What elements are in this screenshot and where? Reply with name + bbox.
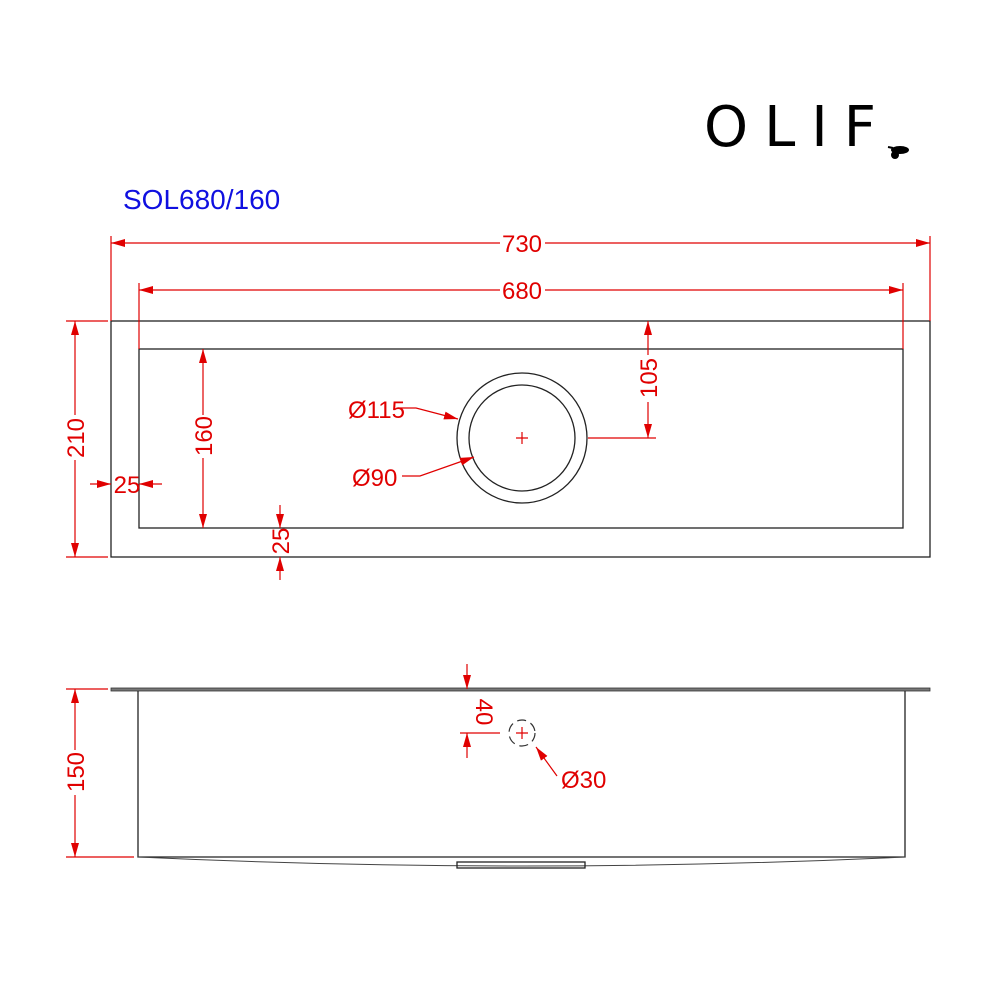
svg-text:25: 25 <box>114 472 141 499</box>
svg-text:Ø90: Ø90 <box>352 465 397 492</box>
svg-text:680: 680 <box>502 278 542 305</box>
bowl-side-outline <box>137 691 906 858</box>
olif-logo: OLIF <box>704 95 909 160</box>
dimension-drain-outer-diameter: Ø115 <box>348 397 459 424</box>
svg-text:25: 25 <box>268 528 295 555</box>
dimension-bowl-width: 680 <box>138 278 904 349</box>
drain-outlet <box>456 861 586 869</box>
dimension-overall-width: 730 <box>110 231 931 321</box>
drain-inner-circle <box>468 384 576 492</box>
svg-text:210: 210 <box>63 418 90 458</box>
svg-text:Ø30: Ø30 <box>561 767 606 794</box>
dimension-overflow-offset: 40 <box>460 664 500 758</box>
svg-text:160: 160 <box>191 416 218 456</box>
svg-text:Ø115: Ø115 <box>348 397 405 424</box>
dimension-height: 150 <box>63 688 134 858</box>
sink-rim-flange <box>110 687 931 692</box>
svg-text:730: 730 <box>502 231 542 258</box>
side-view <box>110 687 931 869</box>
svg-text:OLIF: OLIF <box>704 95 892 160</box>
bowl-outline <box>138 348 904 529</box>
sink-outer-outline <box>110 320 931 558</box>
dimension-bowl-depth: 160 <box>191 349 218 528</box>
dimension-overflow-diameter: Ø30 <box>535 746 606 794</box>
overflow-center-mark <box>516 727 528 739</box>
svg-text:40: 40 <box>470 699 497 726</box>
top-view <box>110 320 931 558</box>
dimension-drain-offset: 105 <box>588 321 663 439</box>
dimension-front-rim: 25 <box>268 505 295 580</box>
dimension-side-rim: 25 <box>90 472 162 499</box>
svg-text:150: 150 <box>63 752 90 792</box>
overflow-hole <box>508 719 536 747</box>
drain-center-mark <box>516 432 528 444</box>
dimension-overall-depth: 210 <box>63 320 108 558</box>
model-number: SOL680/160 <box>123 184 280 215</box>
svg-text:105: 105 <box>636 358 663 398</box>
drain-outer-circle <box>456 372 588 504</box>
dimension-drain-inner-diameter: Ø90 <box>352 456 475 492</box>
